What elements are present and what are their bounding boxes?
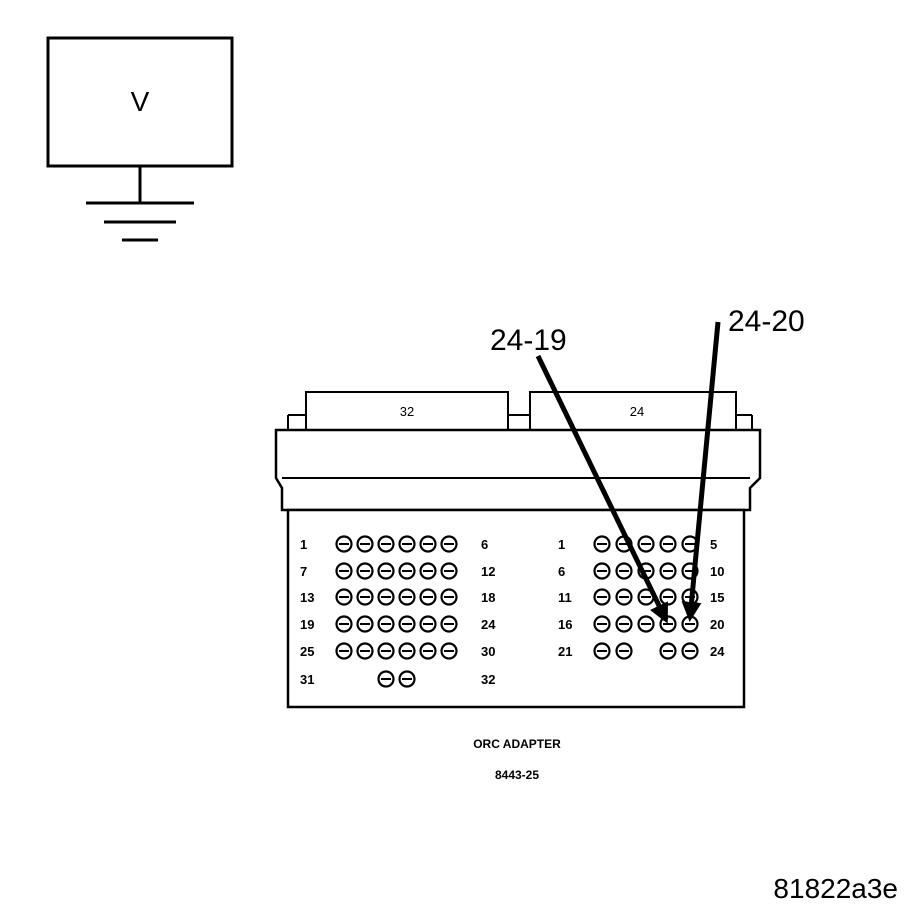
pin-socket: [440, 562, 458, 580]
pin-number: 21: [558, 644, 572, 659]
pin-socket: [356, 588, 374, 606]
pin-socket: [398, 588, 416, 606]
pin-number: 25: [300, 644, 314, 659]
callout-label-24-19: 24-19: [490, 324, 567, 357]
pin-number: 6: [558, 564, 565, 579]
pin-socket: [377, 670, 395, 688]
pin-socket: [681, 615, 699, 633]
arrow-24-20: [681, 321, 721, 622]
pin-socket: [356, 535, 374, 553]
pin-socket: [419, 535, 437, 553]
pin-socket: [637, 615, 655, 633]
pin-number: 7: [300, 564, 307, 579]
pin-number: 20: [710, 617, 724, 632]
pin-number: 12: [481, 564, 495, 579]
pin-socket: [440, 615, 458, 633]
figure-id: 81822a3e: [773, 873, 898, 904]
pin-socket: [335, 615, 353, 633]
pin-socket: [398, 535, 416, 553]
pin-socket: [593, 535, 611, 553]
pin-socket: [440, 588, 458, 606]
pin-socket: [398, 615, 416, 633]
callout-24-20: 24-20: [681, 305, 805, 622]
pin-number: 16: [558, 617, 572, 632]
pin-socket: [681, 642, 699, 660]
voltmeter: V: [46, 36, 234, 242]
pin-socket: [398, 670, 416, 688]
plug-24-header: 24: [529, 391, 753, 431]
pin-socket: [377, 562, 395, 580]
pin-number: 5: [710, 537, 717, 552]
pin-socket: [637, 535, 655, 553]
pin-socket: [659, 535, 677, 553]
pin-socket: [659, 562, 677, 580]
pin-number: 6: [481, 537, 488, 552]
pin-socket: [440, 642, 458, 660]
pin-socket: [356, 562, 374, 580]
callout-24-19: 24-19: [490, 324, 669, 624]
pin-socket: [356, 615, 374, 633]
pin-number: 24: [481, 617, 496, 632]
pin-number: 1: [300, 537, 307, 552]
pin-socket: [377, 642, 395, 660]
connector-housing: [274, 428, 762, 512]
pin-number: 1: [558, 537, 565, 552]
arrow-24-19: [535, 354, 669, 624]
pin-socket: [335, 535, 353, 553]
left-pin-numbers: 1 6 7 12 13 18 19 24 25 30 31 32: [300, 537, 496, 687]
pin-sockets: [335, 535, 699, 688]
pin-socket: [419, 588, 437, 606]
plug-32-header: 32: [287, 391, 531, 431]
pin-socket: [419, 562, 437, 580]
pin-socket: [398, 642, 416, 660]
callout-label-24-20: 24-20: [728, 305, 805, 338]
adapter-title: ORC ADAPTER: [473, 737, 561, 751]
pin-socket: [419, 642, 437, 660]
pin-number: 18: [481, 590, 495, 605]
pin-number: 32: [481, 672, 495, 687]
pin-socket: [356, 642, 374, 660]
voltmeter-symbol: V: [131, 86, 150, 117]
plug-32-label: 32: [400, 404, 414, 419]
pin-socket: [615, 562, 633, 580]
right-pin-numbers: 1 5 6 10 11 15 16 20 21 24: [558, 537, 725, 659]
pin-socket: [377, 588, 395, 606]
pin-number: 10: [710, 564, 724, 579]
pin-socket: [659, 642, 677, 660]
pin-socket: [615, 642, 633, 660]
pin-socket: [593, 615, 611, 633]
pin-number: 24: [710, 644, 725, 659]
pin-socket: [615, 588, 633, 606]
pin-number: 19: [300, 617, 314, 632]
pin-socket: [615, 615, 633, 633]
pin-socket: [377, 615, 395, 633]
pin-socket: [440, 535, 458, 553]
orc-adapter-connector: 32 24 1 6 7 12 13 18 19 24 25 30 31 32: [274, 391, 762, 709]
pin-socket: [659, 588, 677, 606]
pin-socket: [377, 535, 395, 553]
pin-number: 11: [558, 590, 572, 605]
pin-socket: [335, 588, 353, 606]
voltmeter-box: [46, 36, 234, 168]
pin-socket: [335, 642, 353, 660]
pin-number: 15: [710, 590, 724, 605]
pin-face: [286, 508, 746, 709]
pin-socket: [398, 562, 416, 580]
pin-number: 13: [300, 590, 314, 605]
pin-number: 30: [481, 644, 495, 659]
pin-socket: [593, 642, 611, 660]
pin-number: 31: [300, 672, 314, 687]
pin-socket: [419, 615, 437, 633]
pin-socket: [335, 562, 353, 580]
adapter-part-number: 8443-25: [495, 768, 539, 782]
pin-socket: [593, 562, 611, 580]
plug-24-label: 24: [630, 404, 644, 419]
ground-icon: [86, 201, 194, 242]
pin-socket: [593, 588, 611, 606]
